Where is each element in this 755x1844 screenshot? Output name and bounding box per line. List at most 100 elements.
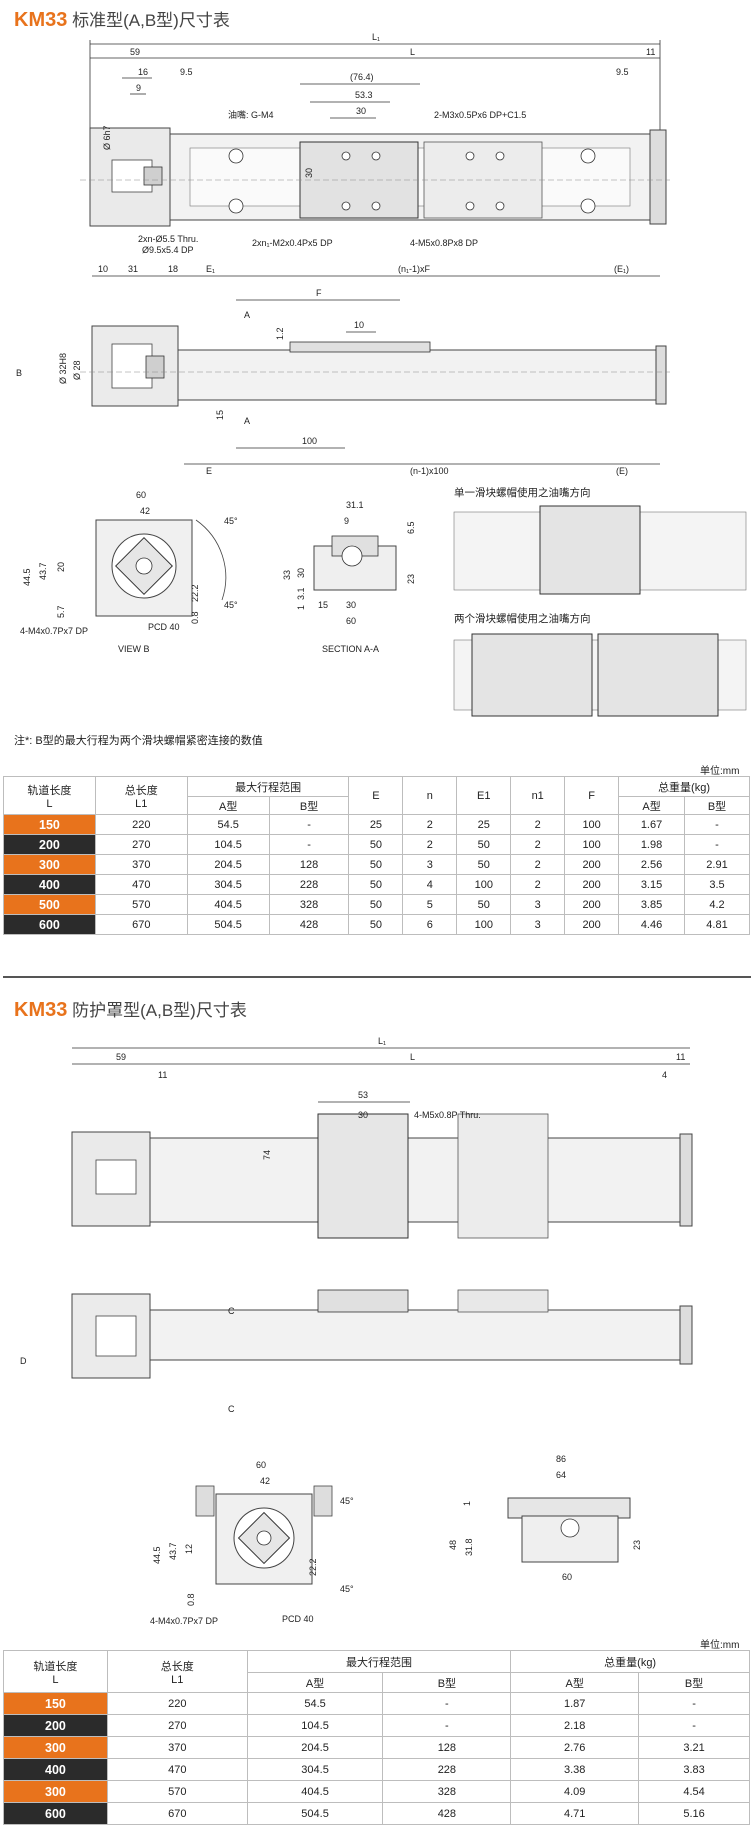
top-view-drawing	[80, 127, 670, 227]
section1-drawings: L₁ 59 L 11 16 9 9.5 (76.4) 53.3 30 9.5 油…	[16, 32, 747, 717]
svg-text:10: 10	[98, 264, 108, 274]
section1-model: KM33	[14, 9, 68, 31]
svg-text:2xn₁-M2x0.4Px5 DP: 2xn₁-M2x0.4Px5 DP	[252, 238, 333, 248]
section1-title: KM33 标准型(A,B型)尺寸表	[14, 6, 230, 32]
svg-text:E: E	[206, 466, 212, 476]
th-b-2: B型	[382, 1672, 512, 1693]
svg-text:Ø 6h7: Ø 6h7	[102, 125, 112, 150]
svg-text:4-M4x0.7Px7 DP: 4-M4x0.7Px7 DP	[20, 626, 88, 636]
svg-text:1: 1	[462, 1501, 472, 1506]
svg-text:30: 30	[304, 168, 314, 178]
svg-text:1: 1	[296, 605, 306, 610]
th-weight-2: 总重量(kg)	[510, 1650, 750, 1673]
svg-text:15: 15	[318, 600, 328, 610]
th-a: A型	[186, 796, 270, 815]
svg-text:22.2: 22.2	[190, 584, 200, 602]
svg-text:L: L	[410, 1052, 415, 1062]
svg-text:11: 11	[646, 47, 655, 57]
svg-text:C: C	[228, 1404, 235, 1414]
svg-text:43.7: 43.7	[168, 1542, 178, 1560]
th-n1: n1	[510, 776, 566, 815]
svg-text:48: 48	[448, 1540, 458, 1550]
svg-text:45°: 45°	[340, 1584, 354, 1594]
cover-top-view-drawing	[71, 1113, 693, 1239]
svg-text:22.2: 22.2	[308, 1558, 318, 1576]
single-slider-title: 单一滑块螺帽使用之油嘴方向	[454, 486, 591, 499]
th-f: F	[564, 776, 620, 815]
svg-text:53: 53	[358, 1090, 368, 1100]
svg-text:A: A	[244, 416, 250, 426]
svg-text:9: 9	[136, 83, 141, 93]
double-slider-drawing	[453, 633, 747, 717]
th-b: B型	[268, 796, 350, 815]
svg-text:45°: 45°	[224, 516, 238, 526]
svg-text:60: 60	[256, 1460, 266, 1470]
view-b-drawing	[95, 519, 227, 617]
svg-text:60: 60	[346, 616, 356, 626]
side-view-drawing	[80, 325, 670, 407]
svg-text:15: 15	[215, 410, 225, 420]
svg-text:59: 59	[116, 1052, 126, 1062]
svg-text:4-M5x0.8P Thru.: 4-M5x0.8P Thru.	[414, 1110, 481, 1120]
note-b-type: 注*: B型的最大行程为两个滑块螺帽紧密连接的数值	[14, 735, 263, 747]
svg-text:9.5: 9.5	[180, 67, 193, 77]
section-divider	[3, 976, 751, 978]
svg-text:6.5: 6.5	[406, 521, 416, 534]
svg-text:(76.4): (76.4)	[350, 72, 374, 82]
dim-L1-top: L₁	[372, 32, 380, 42]
single-slider-drawing	[453, 505, 747, 595]
svg-text:20: 20	[56, 562, 66, 572]
svg-text:4-M5x0.8Px8 DP: 4-M5x0.8Px8 DP	[410, 238, 478, 248]
section2-drawings: L₁ 59 L 11 11 4 53 30 4-M5x0.8P Thru. 74…	[20, 1036, 693, 1626]
svg-text:0.8: 0.8	[190, 611, 200, 624]
th-e: E	[348, 776, 404, 815]
th-wb: B型	[683, 796, 751, 815]
svg-text:42: 42	[260, 1476, 270, 1486]
svg-text:42: 42	[140, 506, 150, 516]
svg-text:86: 86	[556, 1454, 566, 1464]
svg-text:0.8: 0.8	[186, 1593, 196, 1606]
svg-text:4: 4	[662, 1070, 667, 1080]
svg-text:5.7: 5.7	[56, 605, 66, 618]
svg-text:31: 31	[128, 264, 138, 274]
svg-text:30: 30	[296, 568, 306, 578]
svg-text:L₁: L₁	[378, 1036, 386, 1046]
svg-text:3.1: 3.1	[296, 587, 306, 600]
svg-text:2xn-Ø5.5 Thru.: 2xn-Ø5.5 Thru.	[138, 234, 198, 244]
svg-text:VIEW B: VIEW B	[118, 644, 150, 654]
svg-text:100: 100	[302, 436, 317, 446]
svg-text:11: 11	[158, 1070, 167, 1080]
svg-text:45°: 45°	[340, 1496, 354, 1506]
svg-text:30: 30	[356, 106, 366, 116]
svg-text:44.5: 44.5	[152, 1546, 162, 1564]
double-slider-title: 两个滑块螺帽使用之油嘴方向	[454, 612, 591, 625]
svg-text:L: L	[410, 47, 415, 57]
svg-text:10: 10	[354, 320, 364, 330]
svg-text:16: 16	[138, 67, 148, 77]
svg-text:SECTION A-A: SECTION A-A	[322, 644, 379, 654]
svg-text:33: 33	[282, 570, 292, 580]
cover-end-view-drawing	[195, 1485, 333, 1585]
svg-text:Ø 32H8: Ø 32H8	[58, 353, 68, 384]
svg-text:F: F	[316, 288, 322, 298]
svg-text:(E₁): (E₁)	[614, 264, 629, 274]
svg-text:23: 23	[406, 574, 416, 584]
th-a-2: A型	[246, 1672, 384, 1693]
svg-text:D: D	[20, 1356, 27, 1366]
section2-model: KM33	[14, 999, 68, 1021]
svg-text:23: 23	[632, 1540, 642, 1550]
